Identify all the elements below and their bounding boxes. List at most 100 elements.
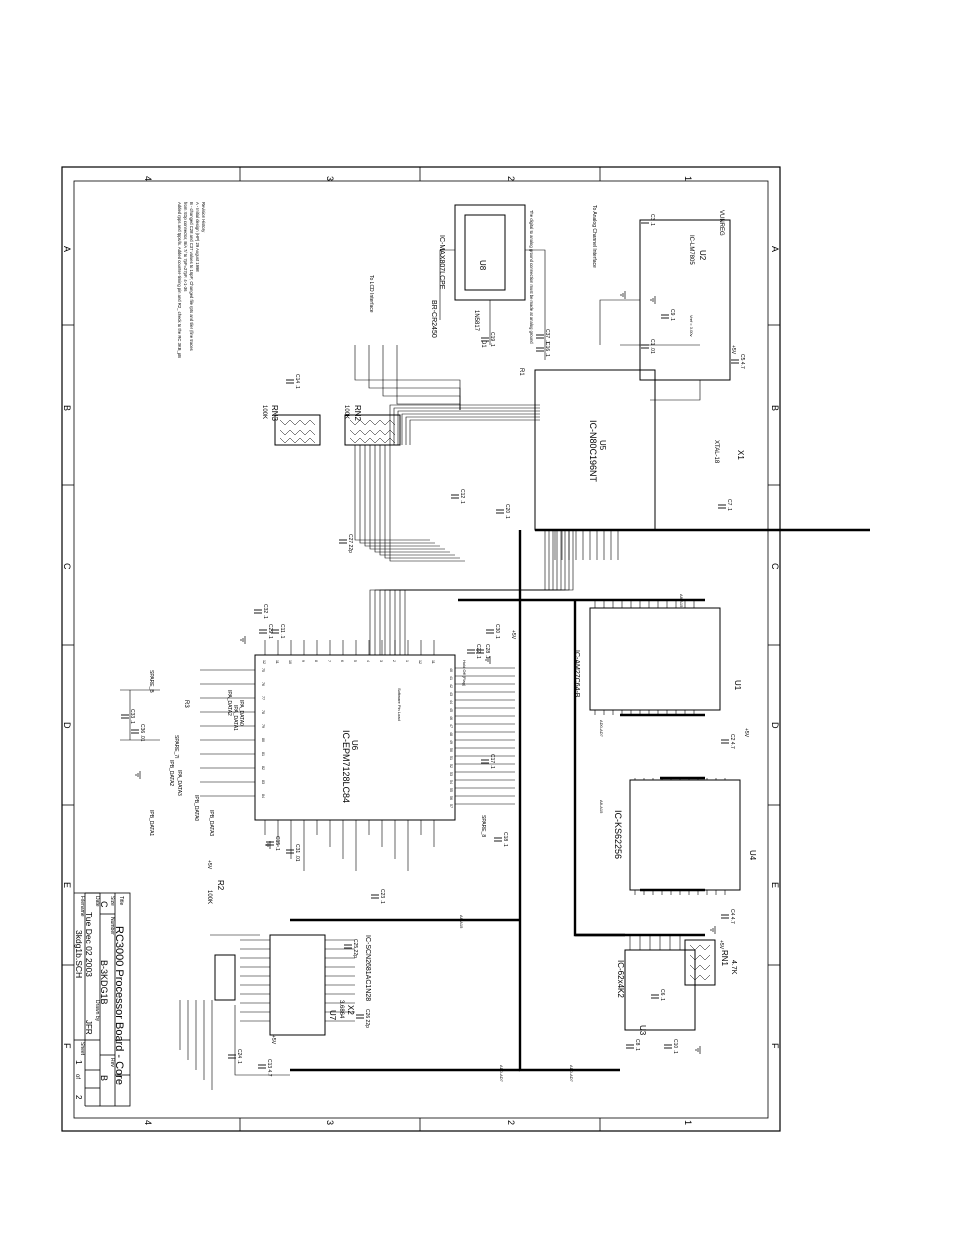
capacitor-label: C22 .1 <box>475 644 481 659</box>
bat-part: BR-CR2450 <box>430 300 437 338</box>
net-plus5v-r2: +5V <box>206 860 212 870</box>
zone-left-D: D <box>62 722 72 729</box>
net-vref: Vref = 3.00v <box>689 315 694 337</box>
zone-bot-3: 3 <box>325 1120 335 1125</box>
net-a-bus-3: A8-A15 <box>459 915 464 929</box>
pin-label: 45 <box>449 708 453 712</box>
sheet-value: 1 <box>74 1060 83 1065</box>
wire <box>364 445 440 547</box>
pin-label: 81 <box>261 752 265 756</box>
capacitor: C26 22p <box>356 1009 370 1028</box>
file-value: 3kdg1b.SCH <box>74 930 84 978</box>
capacitor: C27 22p <box>339 534 353 553</box>
rn3-body <box>274 414 321 446</box>
pin-label: 3 <box>379 660 383 662</box>
rn1-body <box>684 939 716 986</box>
capacitor-label: C20 .1 <box>504 504 510 519</box>
wire <box>234 1005 290 1076</box>
pin-label: 42 <box>449 684 453 688</box>
net-ipb-1: IPB_DATA1 <box>148 810 154 836</box>
capacitor: C25 22p <box>344 939 358 958</box>
zone-top-4: 4 <box>143 176 153 181</box>
rn1-ref: RN1 <box>720 950 729 967</box>
capacitor-label: C16 .1 <box>544 342 550 357</box>
ground-symbol <box>485 656 491 664</box>
capacitor: C3 .1 <box>641 214 655 226</box>
capacitor: C18 .1 <box>494 832 508 847</box>
capacitor-label: C30 .1 <box>494 624 500 639</box>
net-ad-bus-1: AD0-AD7 <box>599 720 604 738</box>
ground-symbol <box>135 771 141 779</box>
u2-part: IC-LM7805 <box>688 235 694 265</box>
zone-right-F: F <box>770 1043 780 1049</box>
capacitor-label: C23 .1 <box>379 889 385 904</box>
capacitor: C20 .1 <box>496 504 510 519</box>
capacitor-label: C25 22p <box>352 939 358 958</box>
notes-line-1: A - Initial design (HP) 29 August 1998 <box>195 202 200 272</box>
capacitor: C36 .01 <box>131 724 145 742</box>
capacitor-label: C29 .1 <box>267 624 273 639</box>
capacitor: C12 .1 <box>451 489 465 504</box>
u3-ref: U3 <box>638 1025 647 1036</box>
capacitor: C13 4.7 <box>258 1059 272 1077</box>
capacitor-label: C27 22p <box>347 534 353 553</box>
zone-right-B: B <box>770 405 780 411</box>
capacitor: C8 .1 <box>626 1039 640 1051</box>
capacitor-label: C7 .1 <box>726 499 732 511</box>
pin-label: 78 <box>261 710 265 714</box>
capacitor: C37 .1 <box>536 329 550 344</box>
capacitor: C28 .1 <box>476 644 490 659</box>
u7-ref: U7 <box>328 1010 337 1021</box>
ground-symbol <box>710 926 716 934</box>
capacitor: C17 .1 <box>481 754 495 769</box>
capacitor: C16 .1 <box>536 342 550 357</box>
pin-label: 84 <box>261 794 265 798</box>
u1-ref: U1 <box>733 680 742 691</box>
wire <box>401 413 540 445</box>
pin-label: 43 <box>449 692 453 696</box>
net-plus5v-top: +5V <box>730 345 736 355</box>
zone-right-C: C <box>770 563 780 570</box>
rn3-part: 100K <box>261 405 267 419</box>
net-to-lcd: To LCD Interface <box>368 275 374 313</box>
u4-part: IC-KS62256 <box>613 810 623 859</box>
pin-label: 44 <box>449 700 453 704</box>
pin-label: 7 <box>327 660 331 662</box>
capacitor-label: C8 .1 <box>634 1039 640 1051</box>
x1-part: XTAL-18 <box>713 440 719 464</box>
wire <box>368 345 461 410</box>
d1-part: 1N5817 <box>473 310 479 332</box>
pin-label: 2 <box>392 660 396 662</box>
capacitor: C29 .1 <box>259 624 273 639</box>
outer-border <box>61 166 781 1132</box>
net-spare-8: SPARE_8 <box>480 815 486 837</box>
capacitor-label: C17 .1 <box>489 754 495 769</box>
u5-ref: U5 <box>598 440 607 451</box>
net-ptc: Hold Off (Flag) <box>462 660 467 687</box>
capacitor-label: C33 .1 <box>129 709 135 724</box>
net-ipa-3: IPA_DATA3 <box>176 770 182 796</box>
capacitor-label: C3 .1 <box>649 214 655 226</box>
wire <box>409 419 540 445</box>
net-spare-b: SPARE_B <box>148 670 154 693</box>
capacitor-label: C37 .1 <box>544 329 550 344</box>
capacitor: C33 .1 <box>121 709 135 724</box>
of-value: 2 <box>74 1095 83 1100</box>
capacitor-label: C4 4.7 <box>729 909 735 924</box>
ground-symbols <box>135 291 716 1054</box>
date-label: Date <box>94 896 100 907</box>
pin-label: 6 <box>340 660 344 662</box>
net-ipb-0: IPB_DATA0 <box>193 795 199 821</box>
notes-title: Revision History <box>201 202 206 233</box>
zone-left-F: F <box>62 1043 72 1049</box>
capacitor-label: C15 .1 <box>274 836 280 851</box>
ground-symbol <box>650 296 656 304</box>
capacitor-label: C31 .01 <box>294 844 300 862</box>
rn1-part: 4.7K <box>730 960 737 975</box>
capacitor-label: C28 .1 <box>484 644 490 659</box>
wire <box>599 299 640 345</box>
zone-right-D: D <box>770 722 780 729</box>
u8-inner <box>464 214 506 291</box>
u2-area <box>639 219 731 381</box>
